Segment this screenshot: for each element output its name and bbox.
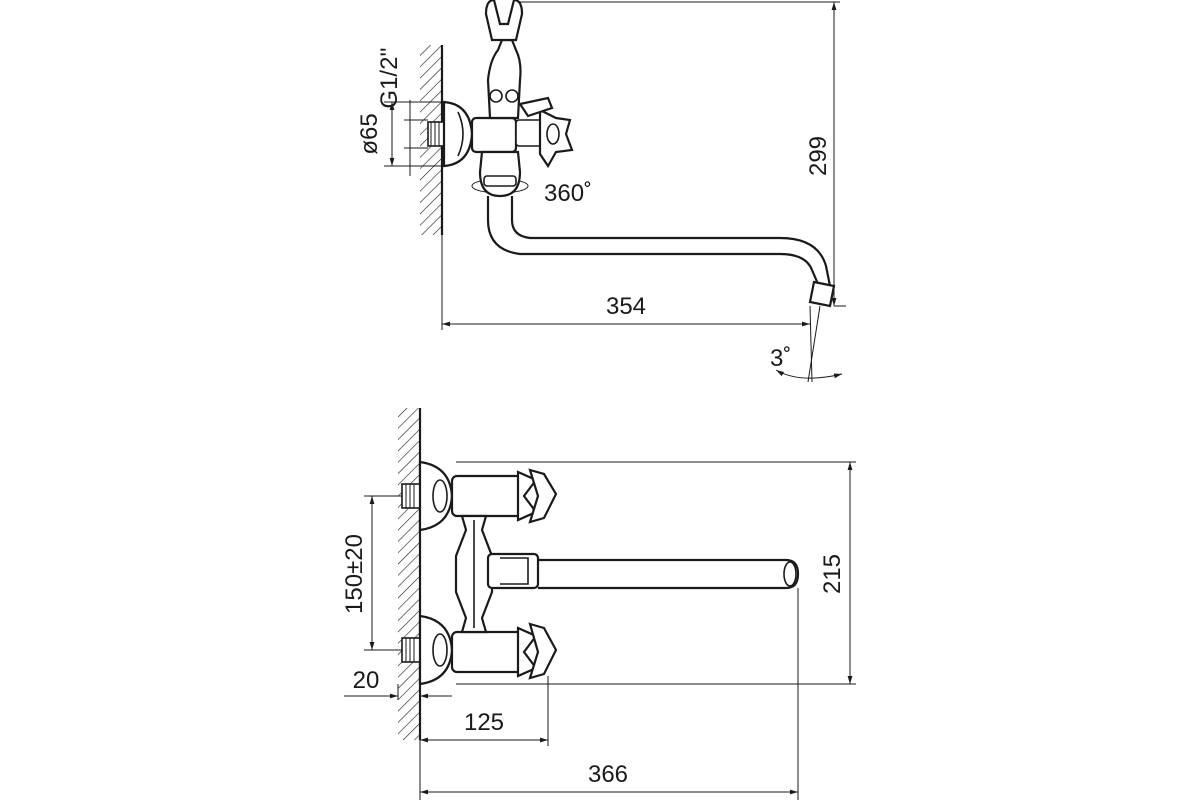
flange-diameter-label: ø65	[356, 113, 383, 154]
height-label-top: 299	[805, 136, 832, 176]
side-view: G1/2'' ø65 299 360˚ 354 3˚	[356, 0, 846, 383]
rotation-label: 360˚	[544, 180, 592, 207]
thread-nipple-top	[427, 121, 445, 147]
wall-hatch-bottom	[398, 408, 420, 740]
lower-cross-handle	[528, 622, 558, 680]
reach-label: 354	[606, 293, 646, 320]
flow-angle	[807, 305, 821, 383]
shower-holder-top	[486, 38, 522, 120]
diverter-lever-top	[518, 96, 554, 118]
handle-depth-label: 125	[464, 709, 504, 736]
upper-cross-handle	[528, 468, 558, 524]
aerator-top	[808, 280, 836, 308]
lower-thread-nipple	[401, 637, 421, 663]
thread-depth-label: 20	[353, 667, 380, 694]
spout-outlet	[783, 561, 797, 587]
total-reach-label: 366	[588, 761, 628, 788]
mixer-body-top	[470, 116, 518, 154]
front-view: 150±20 215 20 125 366	[341, 408, 856, 800]
upper-thread-nipple	[401, 483, 421, 509]
spout-front	[538, 558, 800, 590]
thread-label: G1/2''	[376, 47, 403, 108]
angle-label: 3˚	[770, 345, 791, 372]
spacing-label: 150±20	[341, 534, 368, 614]
spout-top	[486, 196, 820, 285]
flange-top	[442, 100, 474, 168]
flow-axis	[809, 305, 813, 383]
height-label-bottom: 215	[819, 554, 846, 594]
